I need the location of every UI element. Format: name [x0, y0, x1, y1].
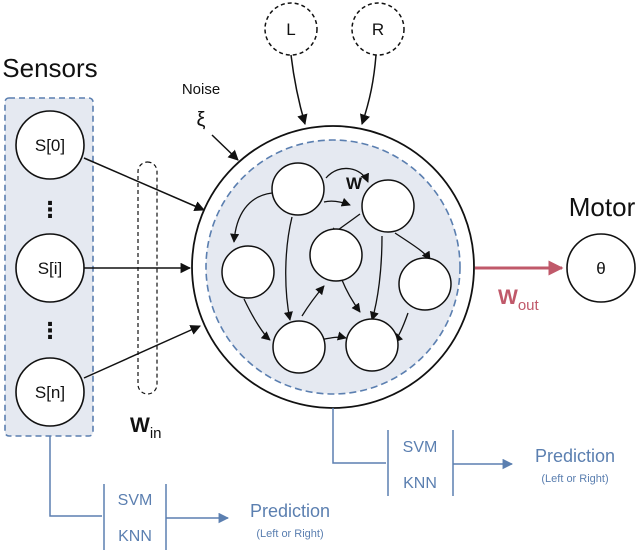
input-node-l: L: [264, 2, 318, 56]
sensors-title: Sensors: [2, 53, 97, 83]
noise-label: Noise: [182, 81, 220, 98]
classifier-bottom-knn: KNN: [118, 528, 152, 545]
classifier-bottom: SVM KNN Prediction (Left or Right): [49, 436, 330, 550]
w-out-label: Wout: [498, 286, 540, 314]
neuron-4: [221, 245, 275, 299]
input-node-r: R: [351, 2, 405, 56]
arrow-l-to-reservoir: [290, 54, 308, 126]
neuron-6: [272, 320, 326, 374]
sensor-ellipsis-1: ⋮: [39, 197, 61, 222]
reservoir-neurons: [221, 162, 452, 374]
neuron-2: [361, 179, 415, 233]
input-arrow-0: [83, 157, 205, 212]
classifier-bottom-connector: [49, 436, 102, 517]
motor-theta: θ: [596, 259, 605, 278]
input-label-r: R: [372, 20, 384, 39]
classifier-bottom-svm: SVM: [118, 492, 153, 509]
classifier-right-svm: SVM: [403, 439, 438, 456]
classifier-right-connector: [332, 408, 386, 464]
w-in-label: Win: [130, 414, 162, 442]
sensor-label-n: S[n]: [35, 383, 65, 402]
w-in-capsule: [137, 161, 158, 395]
classifier-right-knn: KNN: [403, 475, 437, 492]
arrow-r-to-reservoir: [360, 54, 377, 125]
noise-xi: ξ: [197, 109, 206, 131]
classifier-right-note: (Left or Right): [541, 473, 608, 485]
classifier-bottom-note: (Left or Right): [256, 528, 323, 540]
neuron-1: [271, 162, 325, 216]
motor-node: θ: [566, 233, 636, 303]
input-arrow-n: [83, 325, 201, 379]
classifier-right: SVM KNN Prediction (Left or Right): [332, 408, 615, 496]
sensor-node-n: S[n]: [15, 357, 85, 427]
classifier-right-prediction: Prediction: [535, 446, 615, 466]
neuron-7: [345, 318, 399, 372]
noise-arrow: [211, 134, 239, 161]
sensor-label-i: S[i]: [38, 259, 63, 278]
w-label: W: [346, 174, 363, 193]
classifier-bottom-prediction: Prediction: [250, 501, 330, 521]
sensor-node-i: S[i]: [15, 233, 85, 303]
sensor-ellipsis-2: ⋮: [39, 318, 61, 343]
motor-title: Motor: [569, 192, 636, 222]
neuron-5: [398, 257, 452, 311]
sensor-label-0: S[0]: [35, 136, 65, 155]
sensor-node-0: S[0]: [15, 110, 85, 180]
neuron-3: [309, 228, 363, 282]
input-label-l: L: [286, 20, 295, 39]
